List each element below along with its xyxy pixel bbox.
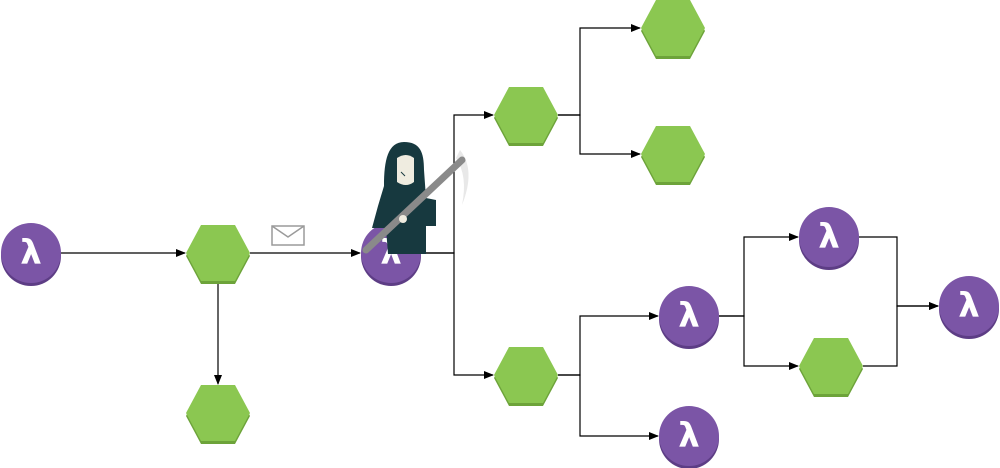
hexagon-node-1 xyxy=(186,225,250,284)
edge-hex-3-to-hex-4 xyxy=(558,24,641,116)
lambda-icon: λ xyxy=(678,416,700,456)
lambda-node-1: λ xyxy=(1,223,61,286)
edge-hex-7-to-lambda-6 xyxy=(863,302,939,367)
edge-lambda-3-to-lambda-5 xyxy=(719,233,799,317)
lambda-node-4: λ xyxy=(659,406,719,468)
edge-hex-3-to-hex-5 xyxy=(558,114,641,158)
hexagon-node-3 xyxy=(494,87,558,146)
hexagon-node-4 xyxy=(641,0,705,59)
hexagon-node-7 xyxy=(799,338,863,397)
edges xyxy=(61,24,939,440)
lambda-icon: λ xyxy=(958,286,980,326)
lambda-node-3: λ xyxy=(659,286,719,349)
lambda-node-5: λ xyxy=(799,207,859,270)
edge-lambda-3-to-hex-7 xyxy=(719,315,799,370)
edge-lambda-5-to-lambda-6 xyxy=(859,236,939,310)
lambda-icon: λ xyxy=(678,296,700,336)
lambda-icon: λ xyxy=(20,233,42,273)
envelope-icon xyxy=(271,225,305,246)
edge-lambda-2-to-hex-6 xyxy=(421,252,494,379)
hexagon-node-6 xyxy=(494,347,558,406)
grim-reaper-icon xyxy=(362,142,469,254)
lambda-icon: λ xyxy=(818,217,840,257)
hexagon-node-5 xyxy=(641,126,705,185)
edge-hex-6-to-lambda-4 xyxy=(558,374,659,440)
lambda-node-6: λ xyxy=(939,276,999,339)
edge-hex-6-to-lambda-3 xyxy=(558,312,659,376)
hexagon-node-2 xyxy=(186,385,250,444)
